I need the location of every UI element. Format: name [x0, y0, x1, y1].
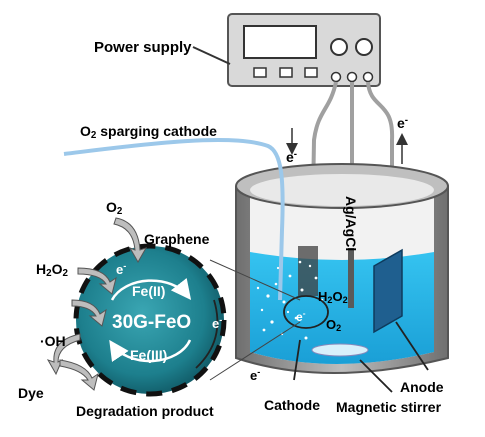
bubbles — [256, 260, 324, 340]
cathode-plate — [298, 246, 318, 296]
ag-agcl-label: Ag/AgCl — [343, 196, 359, 252]
electron-label: e- — [296, 308, 306, 324]
electron-path — [195, 299, 219, 369]
h2o2-beaker-label: H2O2 — [318, 289, 348, 305]
meter-dial-icon — [330, 38, 348, 56]
beaker — [235, 163, 449, 374]
o2-label: O2 — [106, 199, 123, 217]
fe-cycle-arrow — [109, 339, 192, 363]
electron-label: e- — [250, 367, 261, 383]
zoom-lines — [209, 259, 301, 381]
fe-cycle-arrow — [110, 278, 192, 301]
cathode-label: Cathode — [264, 397, 320, 413]
power-supply-leader — [192, 46, 231, 65]
reference-electrode — [348, 248, 354, 308]
stirrer-bar — [311, 343, 369, 357]
electron-label: e- — [116, 261, 127, 277]
oh-radical-label: ·OH — [40, 333, 66, 349]
electron-label: e- — [212, 315, 223, 331]
sparging-tube — [63, 138, 285, 301]
o2-sparging-cathode-label: O2 sparging cathode — [80, 123, 217, 141]
graphene-label: Graphene — [144, 231, 210, 247]
o2-beaker-label: O2 — [326, 317, 342, 333]
dye-label: Dye — [18, 385, 44, 401]
electron-label: e- — [286, 149, 298, 165]
degradation-product-label: Degradation product — [76, 403, 214, 419]
power-supply-device — [227, 13, 381, 87]
fe2-label: Fe(II) — [132, 283, 166, 299]
cathode-reaction-loop — [283, 295, 329, 329]
leader-lines — [293, 321, 429, 393]
fe3-label: Fe(III) — [130, 347, 168, 363]
h2o2-label: H2O2 — [36, 261, 68, 279]
catalyst-label: 30G-FeO — [112, 312, 192, 333]
anode-label: Anode — [400, 379, 444, 395]
magnetic-stirrer-label: Magnetic stirrer — [336, 399, 442, 415]
anode-plate — [373, 248, 403, 334]
power-supply-label: Power supply — [94, 39, 192, 56]
meter-dial-icon — [355, 38, 373, 56]
electron-label: e- — [397, 115, 409, 131]
reaction-arrows — [46, 217, 148, 391]
